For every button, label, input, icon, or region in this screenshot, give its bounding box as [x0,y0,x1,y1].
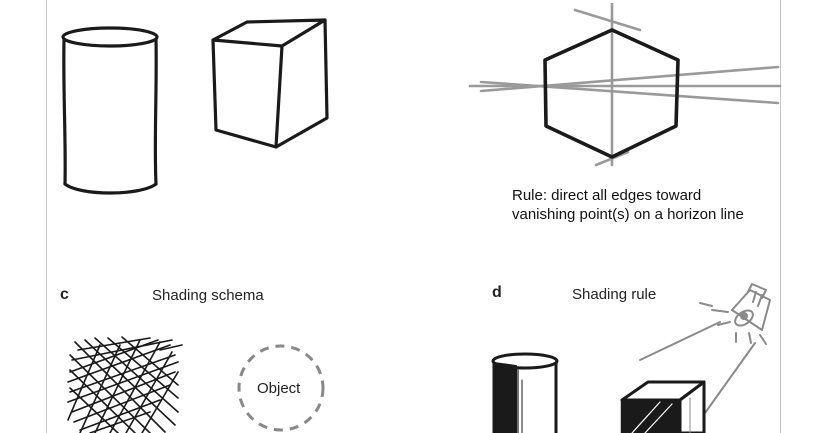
left-border-line [46,0,47,433]
shaded-cylinder-sketch-icon [491,352,559,433]
perspective-guides [468,2,782,167]
object-dashed-circle [237,344,325,432]
rule-text-line-2: vanishing point(s) on a horizon line [512,206,744,223]
right-border-line [780,0,781,433]
perspective-cube-sketch-icon [543,28,680,159]
cube-sketch-icon [211,18,329,149]
crosshatch-sketch-icon [67,336,183,433]
shaded-cube-sketch-icon [620,380,706,433]
cylinder-sketch-icon [61,26,159,195]
object-label: Object [257,380,301,397]
panel-d-title: Shading rule [572,286,657,303]
panel-c-title: Shading schema [152,287,264,304]
panel-d-letter: d [492,284,502,301]
panel-c-letter: c [60,286,69,303]
lamp-icon [639,283,771,421]
rule-text-line-1: Rule: direct all edges toward [512,187,702,204]
